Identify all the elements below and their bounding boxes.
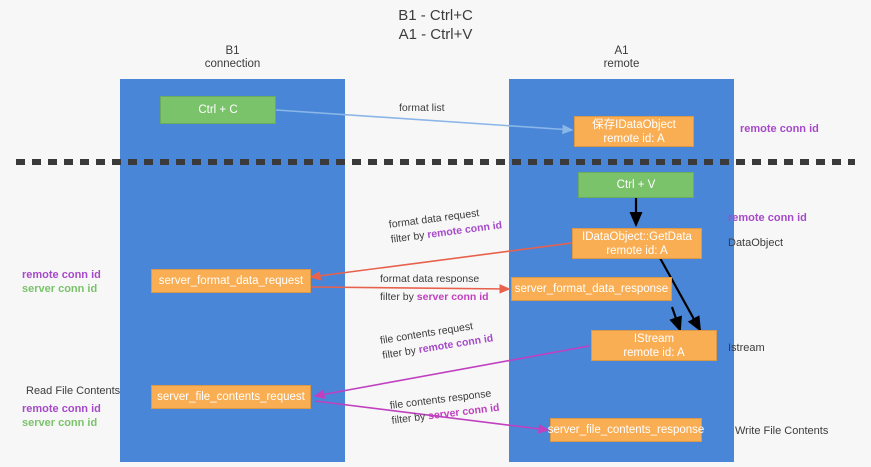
arrow-file-contents-response [314, 400, 550, 434]
box-istream-line2: remote id: A [623, 346, 685, 359]
note-left-server-conn-id: server conn id [22, 283, 98, 295]
box-save-idataobject[interactable]: 保存IDataObject remote id: A [574, 116, 694, 147]
column-header-b1: B1 connection [204, 45, 261, 70]
arrow-file-contents-request [313, 345, 590, 399]
box-server-file-contents-request-label: server_file_contents_request [157, 391, 305, 403]
box-server-format-data-request-label: server_format_data_request [158, 275, 304, 287]
note-left-remote-conn-id: remote conn id [22, 269, 101, 281]
note-left-bottom-conn-ids: remote conn id server conn id [22, 402, 101, 430]
note-left-conn-ids: remote conn id server conn id [22, 268, 101, 296]
edge-label-format-data-response-line1: format data response [380, 273, 480, 285]
edge-label-format-data-response: format data response filter by server co… [380, 272, 489, 305]
box-ctrl-v-label: Ctrl + V [616, 179, 656, 191]
box-server-file-contents-request[interactable]: server_file_contents_request [151, 385, 311, 409]
arrow-response-istream [669, 306, 682, 333]
box-save-idataobject-line1: 保存IDataObject [592, 118, 676, 131]
box-istream-line1: IStream [633, 332, 675, 345]
box-istream[interactable]: IStream remote id: A [591, 330, 717, 361]
box-server-file-contents-response[interactable]: server_file_contents_response [547, 418, 705, 442]
arrow-getdata-istream [659, 257, 702, 332]
box-getdata-line2: remote id: A [606, 244, 668, 257]
note-right-write-file-contents: Write File Contents [735, 425, 829, 437]
arrow-format-data-request [309, 242, 573, 281]
box-ctrl-v[interactable]: Ctrl + V [578, 172, 694, 198]
arrow-format-list [275, 109, 574, 135]
box-server-format-data-response-label: server_format_data_response [514, 283, 669, 295]
edge-label-format-data-response-line2: filter by server conn id [380, 291, 489, 303]
box-ctrl-c[interactable]: Ctrl + C [160, 96, 276, 124]
box-ctrl-c-label: Ctrl + C [198, 104, 238, 116]
page-title: B1 - Ctrl+C A1 - Ctrl+V [398, 7, 473, 43]
filter-key-server-conn-id: server conn id [416, 291, 489, 303]
arrow-format-data-response [310, 284, 511, 294]
box-getdata-line1: IDataObject::GetData [582, 230, 692, 243]
note-left-bottom-server-conn-id: server conn id [22, 417, 98, 429]
note-right-top-remote-conn-id: remote conn id [740, 123, 819, 135]
box-server-format-data-response[interactable]: server_format_data_response [511, 277, 672, 301]
box-server-format-data-request[interactable]: server_format_data_request [151, 269, 311, 293]
box-idataobject-getdata[interactable]: IDataObject::GetData remote id: A [572, 228, 702, 259]
note-left-read-file-contents: Read File Contents [26, 385, 121, 397]
note-right-dataobject: DataObject [728, 237, 784, 249]
note-right-istream: Istream [728, 342, 765, 354]
box-save-idataobject-line2: remote id: A [603, 132, 665, 145]
note-left-bottom-remote-conn-id: remote conn id [22, 403, 101, 415]
column-header-a1: A1 remote [603, 45, 640, 70]
edge-label-format-list: format list [399, 102, 445, 114]
box-server-file-contents-response-label: server_file_contents_response [547, 424, 705, 436]
note-right-mid-remote-conn-id: remote conn id [728, 212, 807, 224]
